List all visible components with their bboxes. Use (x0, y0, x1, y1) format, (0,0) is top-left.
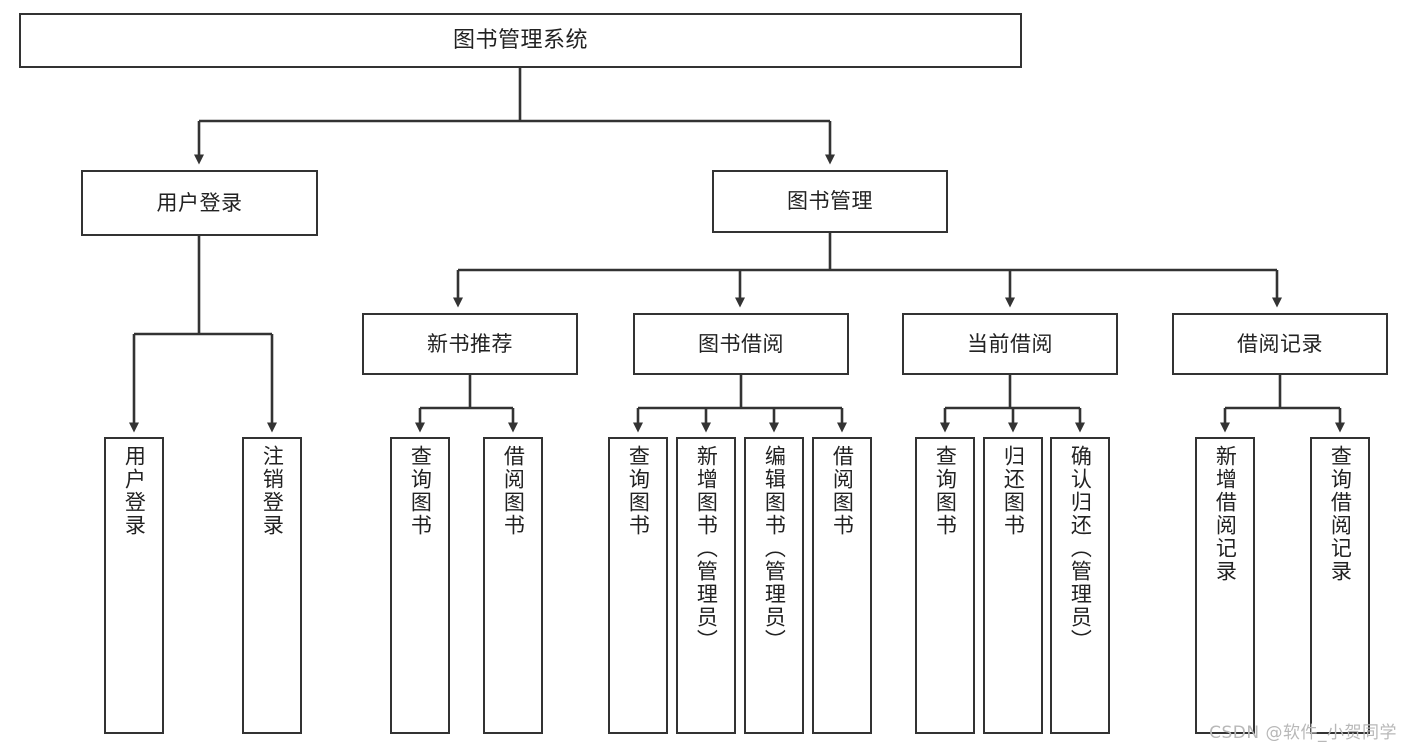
node-book-management[interactable]: 图书管理 (712, 170, 948, 233)
node-leaf-query-record-label: 查询借阅记录 (1328, 445, 1353, 583)
node-leaf-add-record[interactable]: 新增借阅记录 (1195, 437, 1255, 734)
node-leaf-query-book-3[interactable]: 查询图书 (915, 437, 975, 734)
node-leaf-borrow-book-1-label: 借阅图书 (501, 445, 526, 537)
node-new-book-recommend-label: 新书推荐 (427, 331, 513, 356)
node-leaf-query-book-2-label: 查询图书 (626, 445, 651, 537)
node-leaf-add-record-label: 新增借阅记录 (1213, 445, 1238, 583)
node-leaf-return-book-label: 归还图书 (1001, 445, 1026, 537)
node-leaf-user-logout-label: 注销登录 (260, 445, 285, 537)
node-leaf-user-logout[interactable]: 注销登录 (242, 437, 302, 734)
node-leaf-edit-book[interactable]: 编辑图书（管理员） (744, 437, 804, 734)
node-book-management-label: 图书管理 (787, 189, 873, 214)
node-leaf-query-book-1-label: 查询图书 (408, 445, 433, 537)
node-new-book-recommend[interactable]: 新书推荐 (362, 313, 578, 375)
node-leaf-query-book-1[interactable]: 查询图书 (390, 437, 450, 734)
node-leaf-query-record[interactable]: 查询借阅记录 (1310, 437, 1370, 734)
node-leaf-edit-book-label: 编辑图书（管理员） (762, 445, 787, 652)
node-leaf-borrow-book-1[interactable]: 借阅图书 (483, 437, 543, 734)
node-current-borrow[interactable]: 当前借阅 (902, 313, 1118, 375)
node-leaf-query-book-3-label: 查询图书 (933, 445, 958, 537)
node-user-login[interactable]: 用户登录 (81, 170, 318, 236)
node-root-label: 图书管理系统 (452, 27, 588, 53)
node-leaf-add-book[interactable]: 新增图书（管理员） (676, 437, 736, 734)
node-book-borrow[interactable]: 图书借阅 (633, 313, 849, 375)
node-leaf-query-book-2[interactable]: 查询图书 (608, 437, 668, 734)
node-current-borrow-label: 当前借阅 (967, 331, 1053, 356)
node-leaf-confirm-return[interactable]: 确认归还（管理员） (1050, 437, 1110, 734)
node-leaf-borrow-book-2[interactable]: 借阅图书 (812, 437, 872, 734)
watermark: CSDN @软件_小贺同学 (1209, 723, 1397, 743)
node-leaf-borrow-book-2-label: 借阅图书 (830, 445, 855, 537)
node-user-login-label: 用户登录 (156, 190, 243, 215)
node-borrow-record[interactable]: 借阅记录 (1172, 313, 1388, 375)
node-root[interactable]: 图书管理系统 (19, 13, 1022, 68)
node-leaf-return-book[interactable]: 归还图书 (983, 437, 1043, 734)
node-leaf-add-book-label: 新增图书（管理员） (694, 445, 719, 652)
node-leaf-user-login-label: 用户登录 (122, 445, 147, 537)
node-leaf-user-login[interactable]: 用户登录 (104, 437, 164, 734)
node-book-borrow-label: 图书借阅 (698, 331, 784, 356)
node-borrow-record-label: 借阅记录 (1237, 331, 1323, 356)
node-leaf-confirm-return-label: 确认归还（管理员） (1068, 445, 1093, 652)
